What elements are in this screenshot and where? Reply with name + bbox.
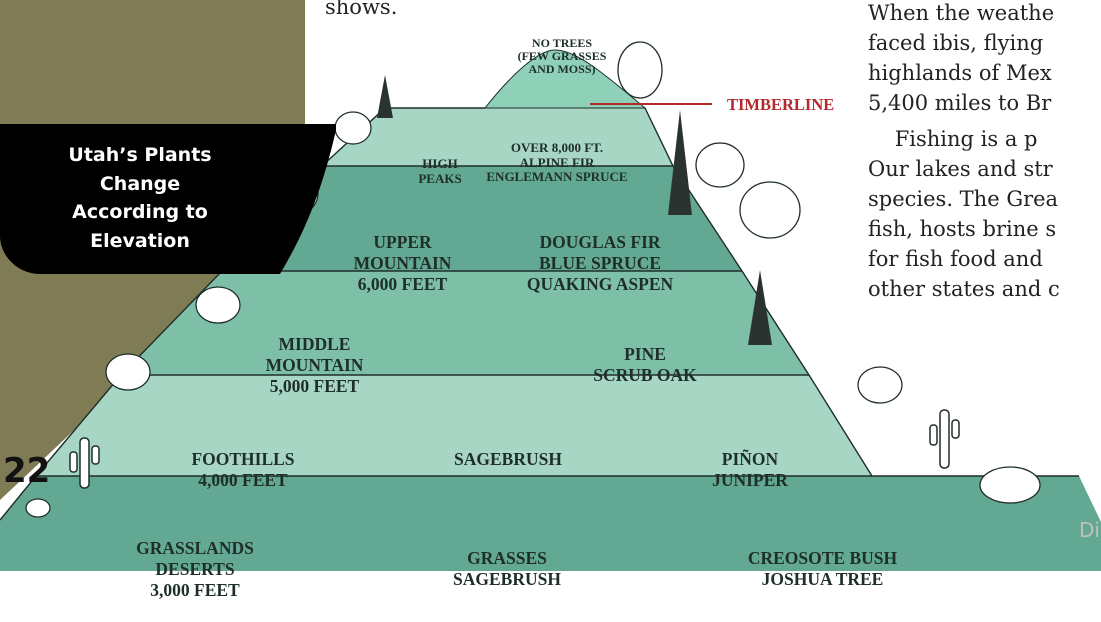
- zone-foothills-mid-label: SAGEBRUSH: [438, 407, 578, 491]
- timberline-label: TIMBERLINE: [727, 95, 834, 115]
- body-line: highlands of Mex: [868, 60, 1052, 87]
- top-text-fragment: shows.: [325, 0, 397, 21]
- body-line: for fish food and: [868, 246, 1043, 273]
- body-line: faced ibis, flying: [868, 30, 1043, 57]
- body-line: When the weathe: [868, 0, 1054, 27]
- corner-text: Di: [1079, 518, 1100, 542]
- page-number: 22: [3, 451, 50, 491]
- body-line: Our lakes and str: [868, 156, 1053, 183]
- middle-mountain-band: [121, 271, 809, 375]
- body-line: 5,400 miles to Br: [868, 90, 1051, 117]
- body-line: species. The Grea: [868, 186, 1058, 213]
- body-line: other states and c: [868, 276, 1060, 303]
- body-line: Fishing is a p: [868, 126, 1037, 153]
- section-title: Utah’s Plants Change According to Elevat…: [20, 141, 260, 255]
- body-line: fish, hosts brine s: [868, 216, 1056, 243]
